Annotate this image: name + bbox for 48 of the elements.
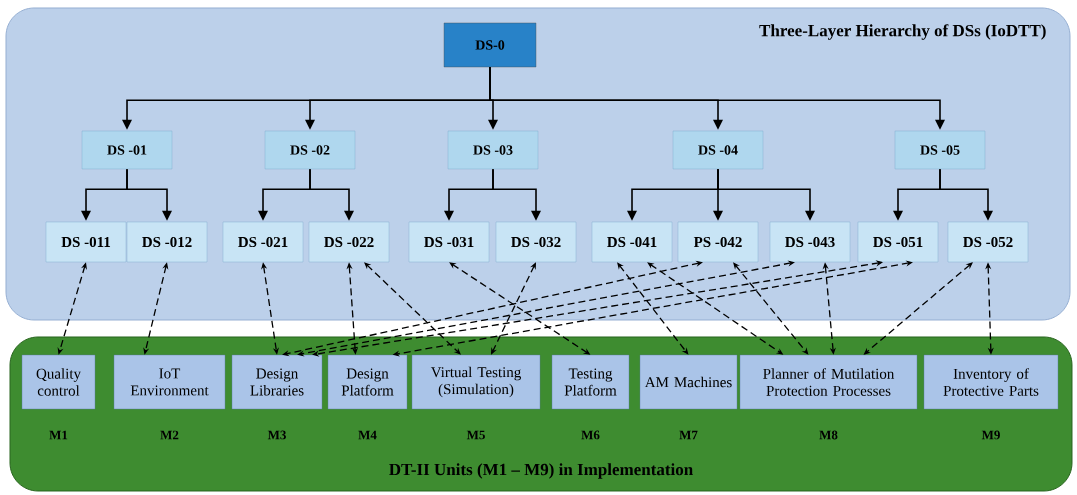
ds-box: DS -041 <box>591 221 673 263</box>
unit-box: Design Platform <box>327 354 408 410</box>
ds-box: DS -05 <box>894 130 986 170</box>
unit-box: Virtual Testing (Simulation) <box>411 354 541 410</box>
unit-label: M7 <box>679 430 698 440</box>
ds-box: DS -02 <box>264 130 356 170</box>
ds-box: DS -03 <box>447 130 539 170</box>
arrow <box>617 262 689 355</box>
ds-box: DS -052 <box>947 221 1029 263</box>
unit-box: Design Libraries <box>231 354 323 410</box>
arrow <box>717 168 815 221</box>
arrow <box>312 260 883 357</box>
arrow <box>489 66 945 130</box>
unit-label: M6 <box>581 430 600 440</box>
unit-label: M5 <box>466 430 485 440</box>
arrow <box>733 262 809 355</box>
arrow <box>364 262 461 355</box>
arrow <box>282 260 703 357</box>
unit-box: Testing Platform <box>551 354 630 410</box>
ds-box: DS -012 <box>126 221 208 263</box>
ds-box: DS -011 <box>45 221 127 263</box>
unit-box: AM Machines <box>639 354 738 410</box>
unit-label: M4 <box>358 430 377 440</box>
arrow <box>309 168 354 221</box>
ds-box: DS -021 <box>222 221 304 263</box>
ds-box: DS -032 <box>495 221 577 263</box>
arrow <box>126 168 172 221</box>
unit-label: M2 <box>160 430 179 440</box>
ds-box: DS -031 <box>408 221 490 263</box>
ds-box: DS -04 <box>672 130 764 170</box>
arrow <box>491 262 536 355</box>
ds-box: DS -051 <box>857 221 939 263</box>
unit-label: M9 <box>981 430 1000 440</box>
unit-box: IoT Environment <box>113 354 226 410</box>
unit-label: M3 <box>267 430 286 440</box>
ds-box: DS -01 <box>81 130 173 170</box>
arrow <box>492 168 541 221</box>
unit-box: Inventory of Protective Parts <box>923 354 1059 410</box>
unit-box: Quality control <box>21 354 96 410</box>
unit-label: M8 <box>819 430 838 440</box>
ds-box: PS -042 <box>677 221 759 263</box>
arrow <box>939 168 993 221</box>
unit-label: M1 <box>49 430 68 440</box>
unit-box: Planner of Mutilation Protection Processes <box>739 354 918 410</box>
arrow <box>297 260 795 357</box>
ds-box: DS -022 <box>308 221 390 263</box>
ds-box: DS-0 <box>443 22 537 68</box>
ds-box: DS -043 <box>769 221 851 263</box>
